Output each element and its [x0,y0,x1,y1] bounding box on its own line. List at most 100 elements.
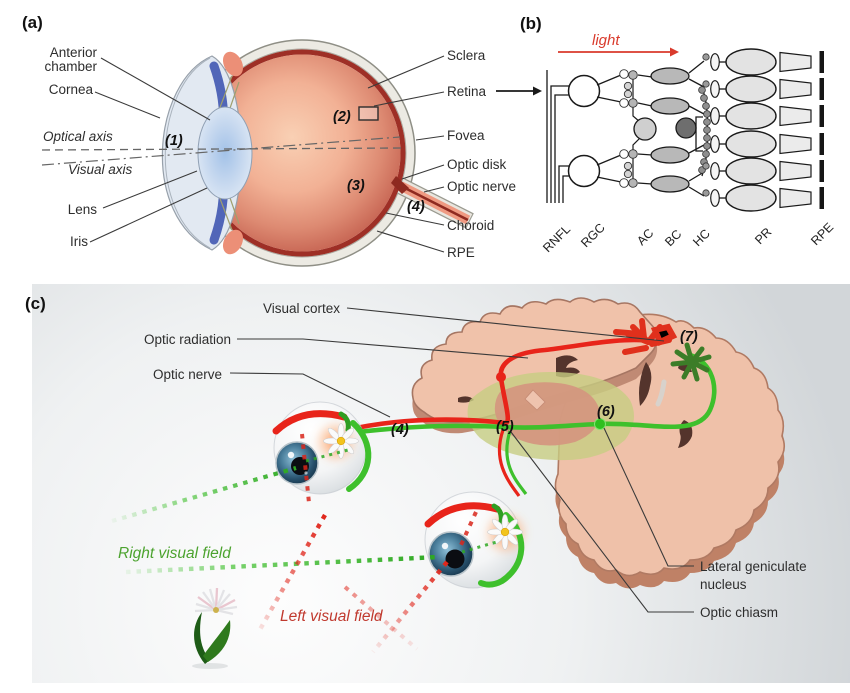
visual-cortex-green-cluster [670,342,712,382]
label-retina: Retina [447,84,487,99]
retina-circuit-drawing [546,48,824,212]
label-fovea: Fovea [447,128,485,143]
marker-c6: (6) [597,404,615,420]
retina-sample-box [358,106,379,121]
bipolar-cells [637,60,705,197]
red-junction-node [496,372,506,382]
label-optical-axis: Optical axis [43,129,113,144]
marker-c5: (5) [496,419,514,435]
panel-b-letter: (b) [520,14,542,33]
arrow-head-icon [533,86,542,96]
rgc-cell-lower [567,154,601,188]
rnfl-axons [546,70,569,203]
rgc-cell-upper [567,74,601,108]
green-hook-on-lower-eye [491,503,504,525]
label-sclera: Sclera [447,48,486,63]
optic-nerve-band [391,176,474,229]
hc-bracket [695,116,703,152]
label-left-visual-field: Left visual field [280,608,384,625]
label-choroid: Choroid [447,218,494,233]
label-optic-chiasm: Optic chiasm [700,605,778,620]
lgn-green-node [594,418,606,430]
horizontal-cells [698,86,711,177]
visual-field-rays [111,433,501,654]
zonule-fibers [218,75,240,231]
red-band-on-lower-eye [424,502,501,528]
label-optic-radiation: Optic radiation [144,332,231,347]
optical-axis-line [41,147,403,151]
daisy-image-lower [487,514,523,550]
panel-c-visual-pathway: (c) [25,284,850,683]
panel-a-eye-cross-section: (a) [22,13,542,267]
eyeball-diagram [41,39,474,267]
visual-pathways [353,318,717,497]
marker-c7: (7) [680,329,698,345]
layer-label-pr: PR [752,225,774,247]
green-hook-on-eye [338,411,351,433]
panel-c-connector-lines [229,307,694,613]
label-iris: Iris [70,234,88,249]
label-optic-disk: Optic disk [447,157,507,172]
panel-a-letter: (a) [22,13,43,32]
eyeball-lower [424,491,529,589]
label-anterior-chamber-2: chamber [44,59,97,74]
lower-eye-nerve-green [505,430,528,495]
label-visual-cortex: Visual cortex [263,301,340,316]
vitreous-body [203,54,401,252]
label-cornea: Cornea [49,82,94,97]
green-ray-to-upper-eye [111,465,297,524]
pr-outer-segments [779,51,812,209]
pr-terminal-dots [702,53,710,197]
rgc-dendrites [596,74,622,183]
daisy-image-upper [323,423,359,459]
pupil-lower-eye [445,549,465,569]
pr-terminals [710,53,720,207]
label-optic-nerve-a: Optic nerve [447,179,516,194]
layer-label-rgc: RGC [578,221,608,251]
rpe-bars [819,51,824,209]
visual-axis-line [41,136,401,166]
label-visual-axis: Visual axis [68,162,133,177]
cortex-stalk [655,379,667,407]
layer-label-bc: BC [662,227,684,249]
ciliary-body-lower [222,229,244,255]
lens-shape [197,106,253,200]
panel-a-connector-lines [89,55,542,253]
lower-eye-nerve-red [497,429,521,497]
red-ray-from-lower-eye [371,560,449,654]
red-ray-from-upper-eye [256,513,327,635]
flower-object [192,587,238,669]
green-band-on-eye [346,420,372,492]
layer-label-ac: AC [634,226,656,248]
red-band-on-eye [272,410,348,435]
label-light: light [592,32,620,49]
label-lgn-1: Lateral geniculate [700,559,807,574]
ciliary-body-upper [222,51,244,77]
label-anterior-chamber-1: Anterior [50,45,98,60]
label-lgn-2: nucleus [700,577,747,592]
dark-amacrine-cell [675,117,697,139]
pineal-bump [524,389,546,411]
panel-c-letter: (c) [25,294,46,313]
light-arrow-head-icon [670,47,679,57]
photoreceptor-rows [702,48,824,212]
layer-label-rpe: RPE [808,220,836,248]
green-ray-inside-lower-eye [461,539,501,554]
layer-label-rnfl: RNFL [540,222,573,255]
layer-label-hc: HC [690,226,713,249]
brain-3d-model [411,297,786,589]
marker-a1: (1) [165,133,183,149]
label-lens: Lens [68,202,98,217]
marker-a2: (2) [333,109,351,125]
eyeball-upper [272,401,372,495]
panel-b-retinal-circuit: (b) light [520,14,836,255]
label-right-visual-field: Right visual field [118,545,232,562]
amacrine-cell [633,117,657,141]
label-rpe: RPE [447,245,475,260]
visual-cortex-red-cluster [613,318,678,355]
marker-c4: (4) [391,422,409,438]
red-ray-on-upper-eye [300,433,311,504]
marker-a4: (4) [407,199,425,215]
